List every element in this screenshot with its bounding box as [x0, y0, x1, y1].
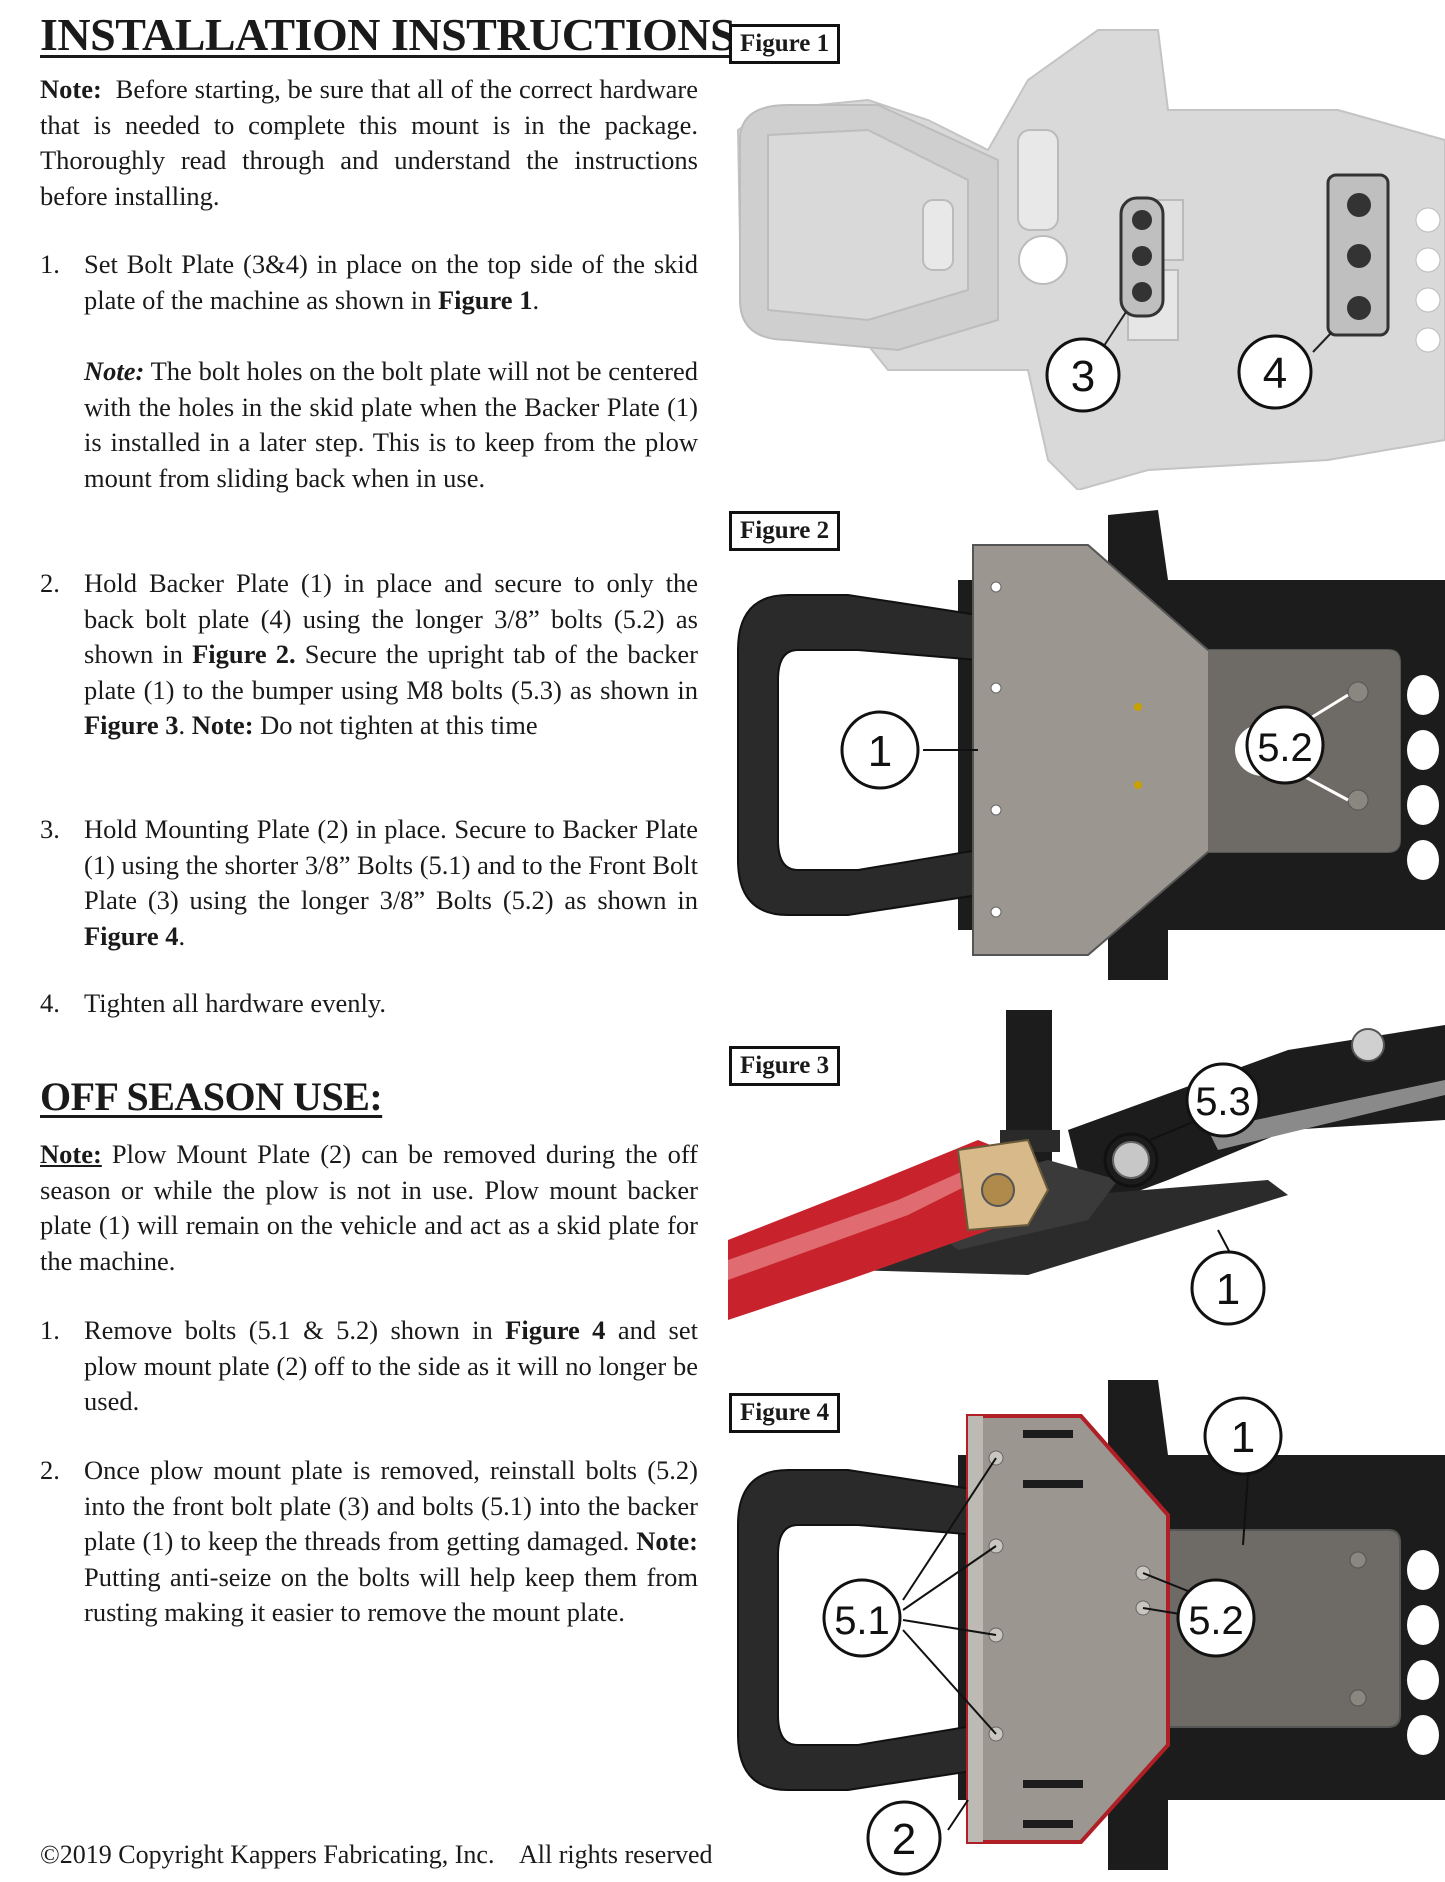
step-text: Secure the upright tab of the backer pla…	[84, 639, 698, 705]
callout-label: 5.3	[1195, 1080, 1251, 1124]
off-season-heading: OFF SEASON USE:	[40, 1074, 383, 1119]
step-text: Putting anti-seize on the bolts will hel…	[84, 1561, 698, 1628]
note-label: Note:	[40, 74, 102, 104]
off-season-step-1: 1. Remove bolts (5.1 & 5.2) shown in Fig…	[40, 1313, 698, 1420]
figure-ref: Figure 2.	[192, 639, 296, 669]
figure-1-label: Figure 1	[729, 24, 841, 64]
step-number: 4.	[40, 988, 60, 1018]
install-step-2: 2. Hold Backer Plate (1) in place and se…	[40, 566, 698, 744]
step-text: Hold Mounting Plate (2) in place. Secure…	[84, 814, 698, 915]
rights-text: All rights reserved	[519, 1840, 713, 1869]
note-label: Note:	[84, 356, 145, 386]
figure-ref: Figure 4	[84, 920, 179, 951]
callout-label: 1	[1231, 1413, 1255, 1462]
figure-ref: Figure 4	[505, 1315, 606, 1345]
step-number: 2.	[40, 1455, 60, 1485]
callout-1: 1	[840, 710, 920, 790]
note-label: Note:	[40, 1139, 102, 1169]
step-number: 1.	[40, 1315, 60, 1345]
step-text: Set Bolt Plate (3&4) in place on the top…	[84, 249, 698, 315]
step-number: 3.	[40, 814, 60, 844]
step-number: 2.	[40, 568, 60, 598]
copyright-text: ©2019 Copyright Kappers Fabricating, Inc…	[40, 1840, 495, 1869]
step-text: Do not tighten at this time	[253, 710, 538, 740]
step-text-end: .	[178, 920, 186, 951]
install-step-4: 4. Tighten all hardware evenly.	[40, 986, 698, 1022]
installation-heading: INSTALLATION INSTRUCTIONS:	[40, 9, 750, 60]
note-text: Before starting, be sure that all of the…	[40, 74, 699, 211]
callout-label: 4	[1263, 349, 1287, 398]
step-text: Remove bolts (5.1 & 5.2) shown in	[84, 1315, 506, 1345]
step-text: and set plow mount plate (2) off to the …	[84, 1315, 698, 1416]
figure-3-image: 5.3 1	[728, 1010, 1445, 1326]
callout-5-3: 5.3	[1185, 1062, 1261, 1138]
off-season-step-2: 2. Once plow mount plate is removed, rei…	[40, 1453, 698, 1631]
figure-ref: Figure 1	[437, 284, 533, 315]
figure-ref: Figure 3	[84, 710, 179, 740]
install-step-1-note: Note: The bolt holes on the bolt plate w…	[40, 354, 698, 496]
callout-5-1: 5.1	[822, 1578, 902, 1658]
callout-label: 2	[892, 1815, 916, 1864]
step-number: 1.	[40, 249, 60, 279]
install-step-1: 1. Set Bolt Plate (3&4) in place on the …	[40, 247, 698, 318]
callout-1: 1	[1203, 1396, 1283, 1476]
figure-4-label: Figure 4	[729, 1393, 841, 1433]
note-label: Note:	[636, 1526, 698, 1556]
note-text: Plow Mount Plate (2) can be removed duri…	[40, 1139, 698, 1276]
note-label: Note:	[191, 710, 254, 740]
footer: ©2019 Copyright Kappers Fabricating, Inc…	[40, 1840, 713, 1870]
callout-5-2: 5.2	[1245, 705, 1325, 785]
callout-label: 5.2	[1257, 726, 1313, 770]
callout-5-2: 5.2	[1176, 1578, 1256, 1658]
figure-1-image: 3 4	[736, 29, 1445, 490]
off-season-note: Note: Plow Mount Plate (2) can be remove…	[40, 1137, 698, 1279]
figure-2-label: Figure 2	[729, 511, 841, 551]
figure-4-image: 1 5.1 5.2 2	[737, 1380, 1445, 1876]
callout-label: 5.2	[1188, 1599, 1244, 1643]
figure-2-image: 1 5.2	[737, 510, 1445, 980]
callout-label: 3	[1071, 352, 1095, 401]
step-text: Once plow mount plate is removed, reinst…	[84, 1455, 698, 1556]
step-text-end: .	[532, 284, 540, 315]
callout-label: 1	[868, 727, 892, 776]
install-step-3: 3. Hold Mounting Plate (2) in place. Sec…	[40, 812, 698, 954]
callout-2: 2	[866, 1800, 942, 1876]
callout-1: 1	[1190, 1250, 1266, 1326]
callout-4: 4	[1237, 334, 1313, 410]
step-text: Hold Backer Plate (1) in place and secur…	[84, 568, 698, 669]
installation-note: Note: Before starting, be sure that all …	[40, 72, 698, 214]
callout-label: 5.1	[834, 1599, 890, 1643]
figure-3-label: Figure 3	[729, 1046, 841, 1086]
step-text: Tighten all hardware evenly.	[84, 988, 386, 1018]
note-text: The bolt holes on the bolt plate will no…	[84, 356, 698, 493]
step-text: .	[178, 710, 192, 740]
callout-label: 1	[1216, 1265, 1240, 1314]
callout-3: 3	[1045, 337, 1121, 413]
